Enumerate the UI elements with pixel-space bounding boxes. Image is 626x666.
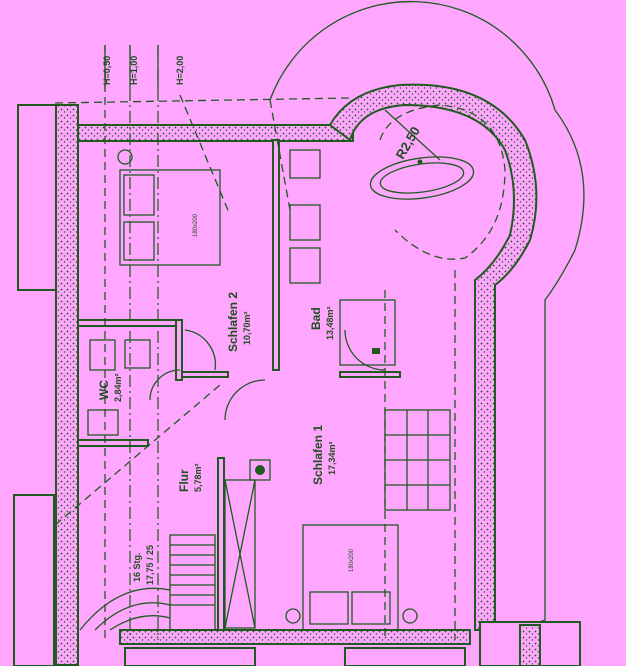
shower-tray [339, 299, 396, 366]
wardrobe-grid [384, 409, 451, 511]
wc-cabinet [87, 409, 119, 436]
bed-schlafen1 [302, 524, 399, 631]
radius-label: R2,50 [393, 124, 423, 162]
room-name-flur: Flur [177, 469, 191, 492]
bath-fixture-small [372, 348, 380, 354]
bed-label-s1: 180x200 [349, 548, 355, 572]
wc-basin [89, 339, 116, 371]
flur-cabinet [224, 479, 256, 629]
wall-schlafen2-bottom [177, 371, 229, 378]
room-name-bad: Bad [309, 307, 323, 330]
window-bottom-1 [124, 647, 256, 666]
left-outer-wall-lower [13, 494, 55, 666]
slope-diagonal-1 [269, 99, 291, 211]
bath-dashed-curve [379, 104, 506, 260]
wall-wc-bottom [77, 439, 149, 447]
radius-line [384, 109, 441, 161]
wall-wc-top [77, 319, 179, 327]
lamp-icon [117, 149, 133, 165]
bottom-wall [119, 629, 471, 645]
bath-cabinet [289, 149, 321, 179]
room-area-bad: 13,48m² [325, 306, 335, 340]
wall-wc-right [175, 319, 183, 381]
bed-label-s2: 180x200 [193, 213, 199, 237]
wash-basin-2 [289, 247, 321, 284]
door-swing-bad [344, 329, 386, 371]
pillow-s1-1 [309, 591, 349, 625]
shaft-icon [255, 465, 265, 475]
bathtub-drain-icon [417, 159, 423, 165]
slope-diagonal-2 [179, 94, 231, 216]
room-name-schlafen1: Schlafen 1 [311, 425, 325, 485]
bath-curved-wall [328, 83, 538, 631]
stairs-steps: 16 Stg. [132, 552, 142, 582]
staircase [79, 534, 216, 631]
height-label-200: H=2,00 [175, 56, 185, 85]
door-swing-wc [149, 369, 181, 401]
lamp-icon-2 [285, 608, 301, 624]
bathtub-inner [379, 162, 465, 194]
pillow-s2-1 [123, 174, 155, 216]
top-wall [77, 124, 354, 142]
tower-outer-outline [269, 0, 585, 641]
wall-bottom-right-hatch [519, 624, 541, 666]
pillow-s2-2 [123, 221, 155, 261]
room-area-flur: 5,78m² [193, 463, 203, 492]
wall-bath-lower [339, 371, 401, 378]
wash-basin-1 [289, 204, 321, 241]
height-label-100: H=1,00 [129, 56, 139, 85]
room-area-wc: 2,84m² [113, 373, 123, 402]
room-area-schlafen2: 10,70m² [242, 311, 252, 345]
slope-line-1 [54, 97, 351, 104]
bed-schlafen2 [119, 169, 221, 266]
slope-diagonal-3 [54, 384, 221, 526]
window-bottom-2 [344, 647, 466, 666]
height-label-050: H=0,50 [102, 56, 112, 85]
lamp-icon-3 [402, 608, 418, 624]
shaft [249, 459, 271, 481]
bathtub [369, 156, 475, 200]
door-swing-schlafen2 [184, 329, 217, 371]
room-name-wc: WC [97, 380, 111, 400]
wc-toilet [124, 339, 151, 369]
pillow-s1-2 [351, 591, 391, 625]
room-area-schlafen1: 17,34m² [327, 441, 337, 475]
stairs-ratio: 17,75 / 25 [145, 545, 155, 585]
wall-flur-schlafen1 [217, 457, 225, 631]
left-outer-wall [17, 104, 59, 291]
left-wall-hatch [55, 104, 79, 666]
room-name-schlafen2: Schlafen 2 [226, 292, 240, 352]
wall-schlafen2-bad [272, 139, 280, 371]
door-swing-flur [224, 379, 266, 421]
